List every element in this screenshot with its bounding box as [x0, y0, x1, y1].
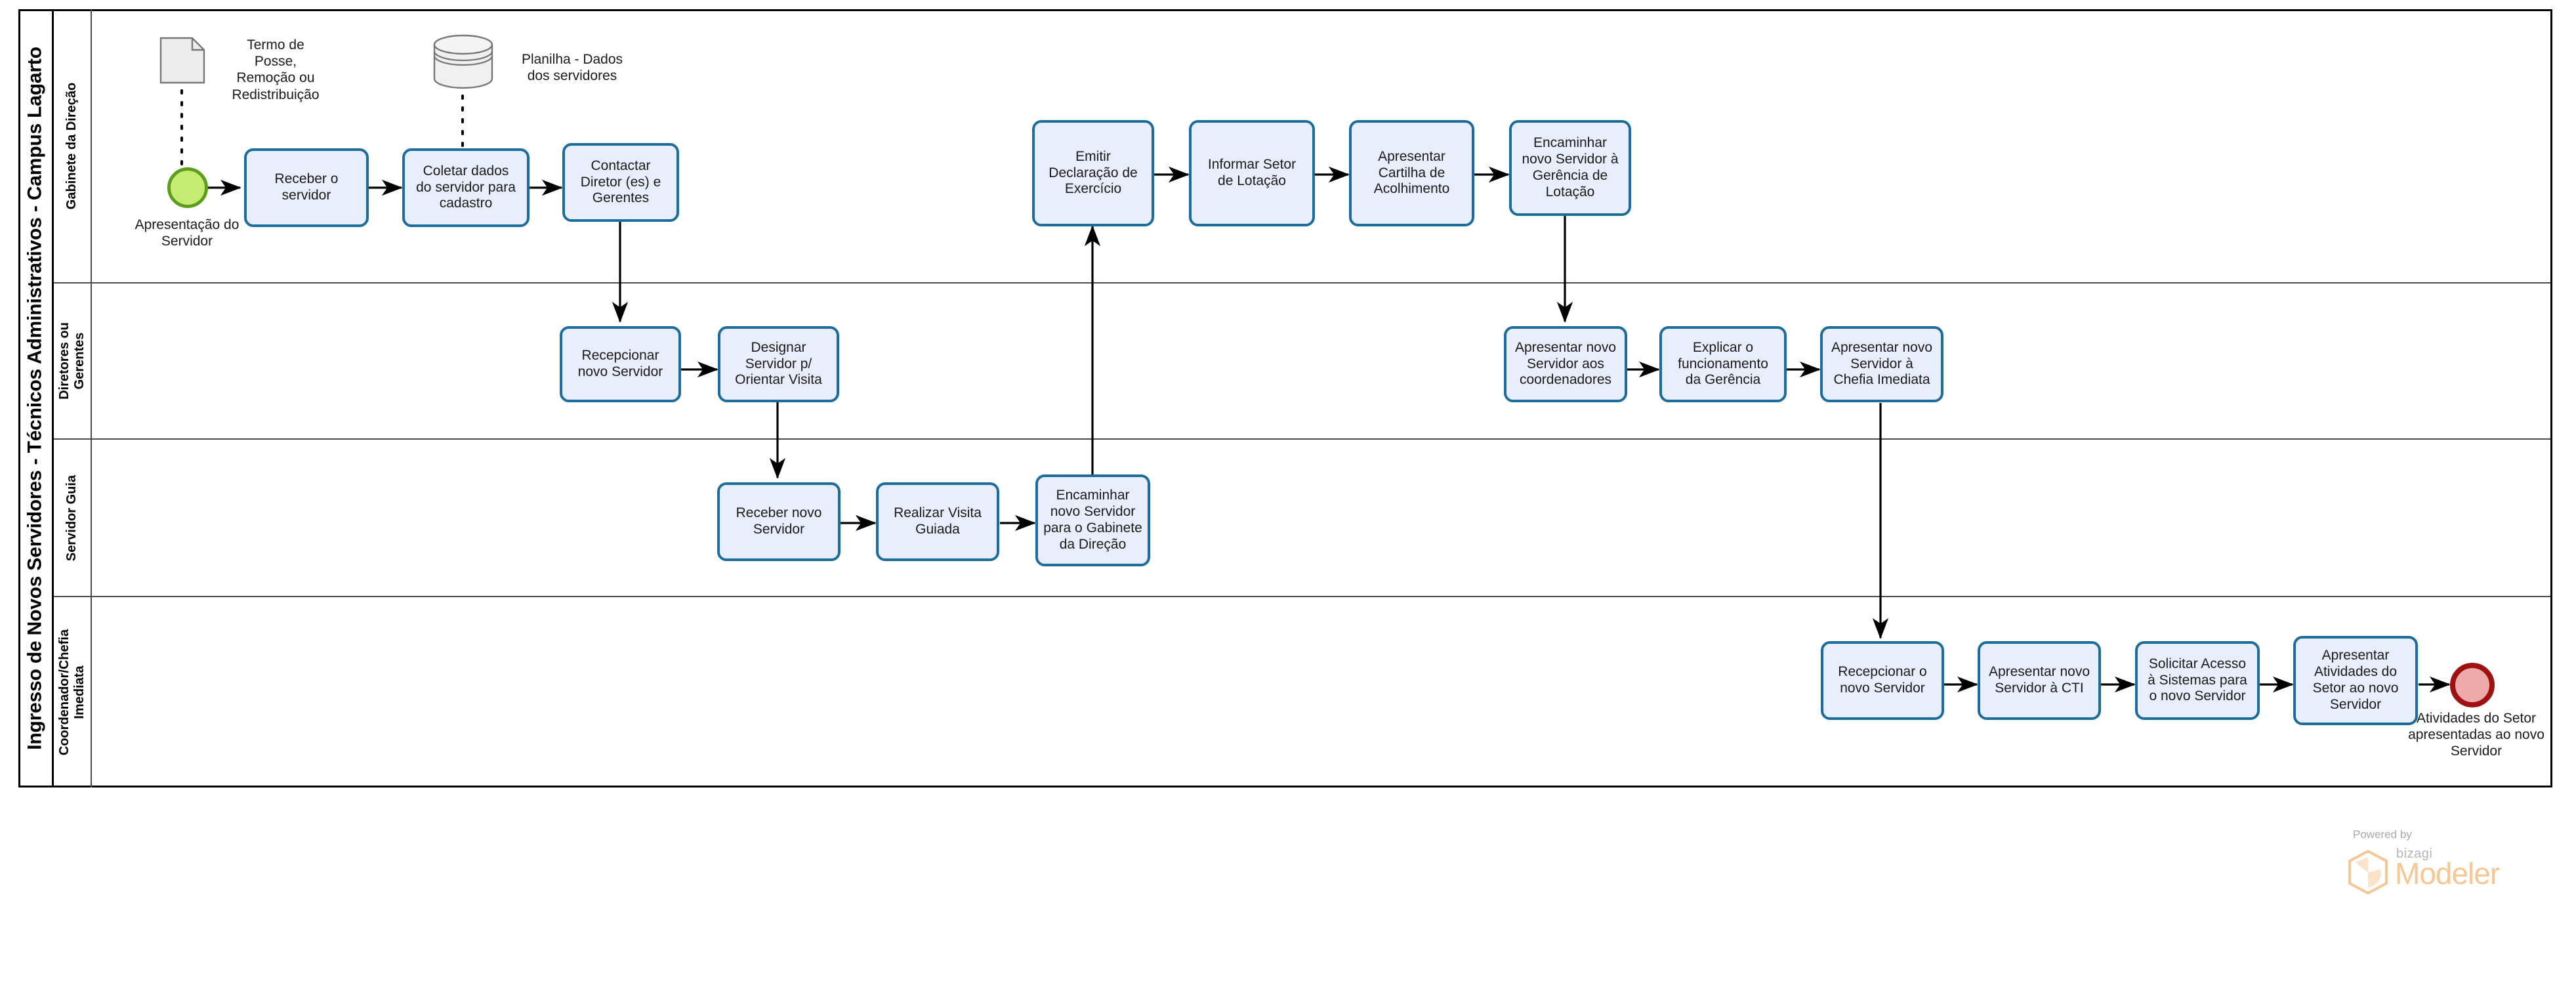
end-event[interactable] — [2450, 663, 2495, 707]
pool-title: Ingresso de Novos Servidores - Técnicos … — [18, 9, 54, 788]
lane-header-gabinete: Gabinete da Direção — [54, 9, 92, 282]
data-object-termo-icon — [159, 37, 205, 87]
bizagi-wordmark: bizagi — [2396, 847, 2433, 861]
modeler-wordmark: Modeler — [2395, 856, 2500, 891]
powered-by-label: Powered by — [2353, 828, 2412, 841]
bizagi-branding: Powered by bizagi Modeler — [2333, 828, 2556, 907]
lane-header-servidor-guia: Servidor Guia — [54, 440, 92, 596]
bizagi-hexagon-icon — [2346, 849, 2390, 898]
pool-title-label: Ingresso de Novos Servidores - Técnicos … — [24, 47, 46, 750]
lane-label-servidor-guia: Servidor Guia — [64, 474, 79, 561]
start-event[interactable] — [167, 167, 208, 208]
data-store-planilha-icon — [432, 34, 495, 93]
lane-gabinete: Gabinete da Direção — [54, 9, 2550, 284]
lane-label-gabinete: Gabinete da Direção — [64, 82, 79, 209]
pool-frame — [18, 9, 2552, 788]
lane-servidor-guia: Servidor Guia — [54, 440, 2550, 597]
